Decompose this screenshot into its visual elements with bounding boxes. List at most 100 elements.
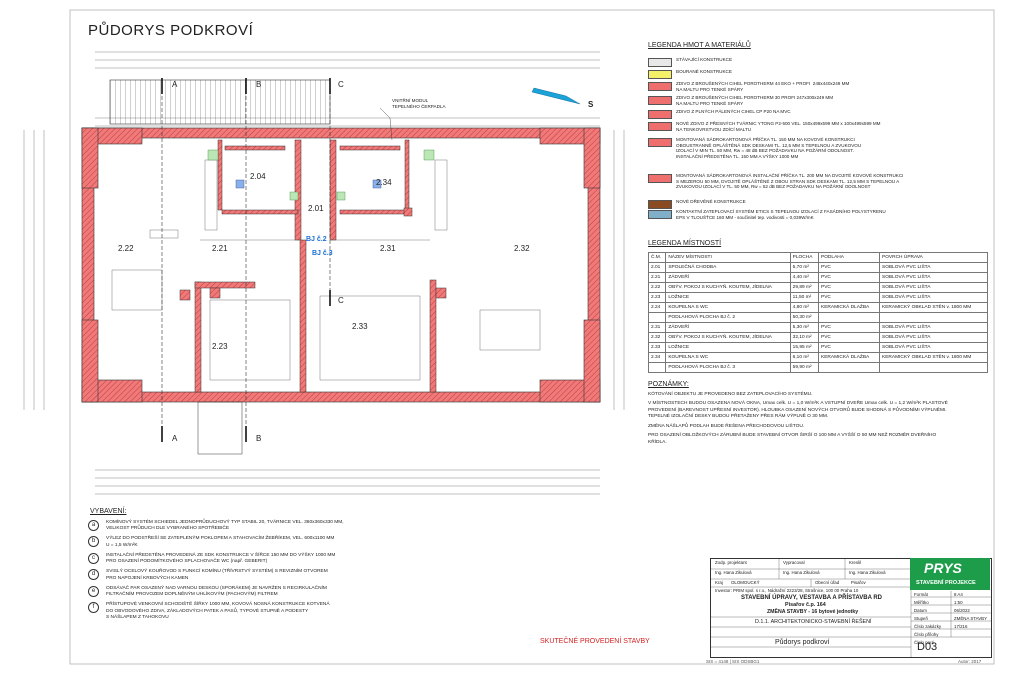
meta-label: Datum (914, 608, 927, 613)
legend-text: BOURANÉ KONSTRUKCE (676, 69, 732, 74)
equipment-mark: b (88, 536, 99, 548)
table-cell: KERAMICKÝ OBKLAD STĚN v. 1800 MM (879, 302, 988, 313)
floor-plan (23, 51, 625, 495)
equipment-heading: VYBAVENÍ: (90, 508, 127, 515)
table-cell: KERAMICKÁ DLAŽBA (818, 302, 880, 313)
table-cell: 2.31 (647, 322, 667, 333)
meta-label: Číslo zakázky (914, 624, 942, 629)
table-cell: ZÁDVEŘÍ (665, 272, 791, 283)
table-cell (879, 362, 988, 373)
table-cell: KOUPELNA S WC (665, 302, 791, 313)
side-dimension-lines (23, 130, 625, 410)
table-cell (647, 312, 667, 323)
section-lines (161, 78, 331, 440)
room-2-32: 2.32 (514, 244, 530, 253)
materials-legend-heading: LEGENDA HMOT A MATERIÁLŮ (648, 42, 751, 49)
exterior-walls (81, 127, 601, 403)
table-cell: KOUPELNA S WC (665, 352, 791, 363)
table-cell: SOBLOVÁ PVC LIŠTA (879, 322, 988, 333)
municipality-label: Obecní úřad (815, 580, 840, 585)
room-2-21: 2.21 (212, 244, 228, 253)
logo-subtitle: STAVEBNÍ PROJEKCE (916, 580, 976, 586)
legend-swatch (648, 200, 672, 209)
room-2-34: 2.34 (376, 178, 392, 187)
table-cell: SOBLOVÁ PVC LIŠTA (879, 272, 988, 283)
table-cell: 2.24 (647, 302, 667, 313)
legend-swatch (648, 82, 672, 91)
table-cell: SPOLEČNÁ CHODBA (665, 262, 791, 273)
region-label: Kraj (715, 580, 723, 585)
table-cell: 2.34 (647, 352, 667, 363)
table-cell: PVC (818, 272, 880, 283)
table-cell: 2.21 (647, 272, 667, 283)
table-cell: 5,70 m² (789, 262, 820, 273)
rooms-table-header-cell: Č.M. (647, 252, 667, 263)
footer-right: Autor: 2017 (958, 659, 982, 664)
meta-label: Číslo přílohy (914, 632, 939, 637)
resp-designer-name: Ing. Hana Zikulová (715, 570, 752, 575)
room-2-23: 2.23 (212, 342, 228, 351)
table-cell (818, 312, 880, 323)
project-name: STAVEBNÍ ÚPRAVY, VESTAVBA A PŘÍSTAVBA RD (741, 595, 883, 601)
drawing-title: Půdorys podkroví (775, 639, 830, 646)
meta-value: ZMĚNA STAVBY (954, 616, 988, 621)
north-arrow-icon (531, 87, 581, 105)
table-cell: KERAMICKÁ DLAŽBA (818, 352, 880, 363)
table-cell: PVC (818, 342, 880, 353)
as-built-note: SKUTEČNÉ PROVEDENÍ STAVBY (540, 638, 650, 645)
meta-value: 1:50 (954, 600, 963, 605)
unit-tag-bj3: BJ č.3 (312, 250, 333, 257)
table-cell: 32,10 m² (789, 332, 820, 343)
bottom-dimension-lines (95, 469, 600, 495)
table-cell: 2.33 (647, 342, 667, 353)
table-cell: SOBLOVÁ PVC LIŠTA (879, 282, 988, 293)
table-cell (818, 362, 880, 373)
table-cell: 15,95 m² (789, 342, 820, 353)
table-cell: 2.32 (647, 332, 667, 343)
project-change: ZMĚNA STAVBY - 16 bytové jednotky (767, 609, 859, 615)
project-part: D.1.1. ARCHITEKTONICKO-STAVEBNÍ ŘEŠENÍ (755, 619, 872, 625)
equipment-text: SVISLÝ OCELOVÝ KOUŘOVOD S FUNKCÍ KOMÍNU … (106, 569, 328, 581)
company-logo: PRYS STAVEBNÍ PROJEKCE (910, 558, 990, 590)
meta-label: Měřítko (914, 600, 929, 605)
unit-tag-bj2: BJ č.2 (306, 236, 327, 243)
note-paragraph: PRO OSAZENÍ OBLOŽKOVÝCH ZÁRUBNÍ BUDE STA… (648, 433, 937, 445)
legend-swatch (648, 96, 672, 105)
table-cell: 59,90 m² (789, 362, 820, 373)
municipality-value: Pisařov (851, 580, 866, 585)
table-cell: 2.23 (647, 292, 667, 303)
drawn-by-name: Ing. Hana Zikulová (783, 570, 820, 575)
checked-by-name: Ing. Hana Zikulová (849, 570, 886, 575)
investor: Investor: PRIM spol. s r.o., Nádražní 22… (715, 588, 859, 593)
entry-platform (197, 401, 243, 455)
table-cell: PVC (818, 292, 880, 303)
legend-text: MONTOVANÁ SÁDROKARTONOVÁ INSTALAČNÍ PŘÍČ… (676, 173, 904, 190)
interior-walls (194, 139, 437, 393)
legend-text: ZDIVO Z BROUŠENÝCH CIHEL POROTHERM 30 PR… (676, 95, 834, 106)
notes-heading: POZNÁMKY: (648, 381, 689, 388)
project-address: Pisařov č.p. 164 (785, 602, 826, 608)
meta-value: 17/216 (954, 624, 968, 629)
meta-value: 06/2022 (954, 608, 970, 613)
table-cell: LOŽNICE (665, 292, 791, 303)
section-label-b-top: B (256, 80, 262, 89)
equipment-mark: e (88, 585, 99, 597)
section-marks (161, 78, 331, 442)
notes-body: KÓTOVÁNÍ OBJEKTU JE PROVEDENO BEZ ZATEPL… (648, 392, 948, 449)
table-cell: PVC (818, 322, 880, 333)
equipment-text: INSTALAČNÍ PŘEDSTĚNA PROVEDENÁ ZE SDK KO… (106, 552, 336, 565)
equipment-text: KOMÍNOVÝ SYSTÉM SCHIEDEL JEDNOPRŮDUCHOVÝ… (106, 520, 344, 532)
rooms-table-header-cell: POVRCH ÚPRAVA (879, 252, 988, 263)
note-paragraph: V MÍSTNOSTECH BUDOU OSAZENA NOVÁ OKNA, U… (648, 401, 948, 420)
equipment-text: ODSÁVAČ PAR OSAZENÝ NAD VARNOU DESKOU (S… (106, 585, 327, 598)
